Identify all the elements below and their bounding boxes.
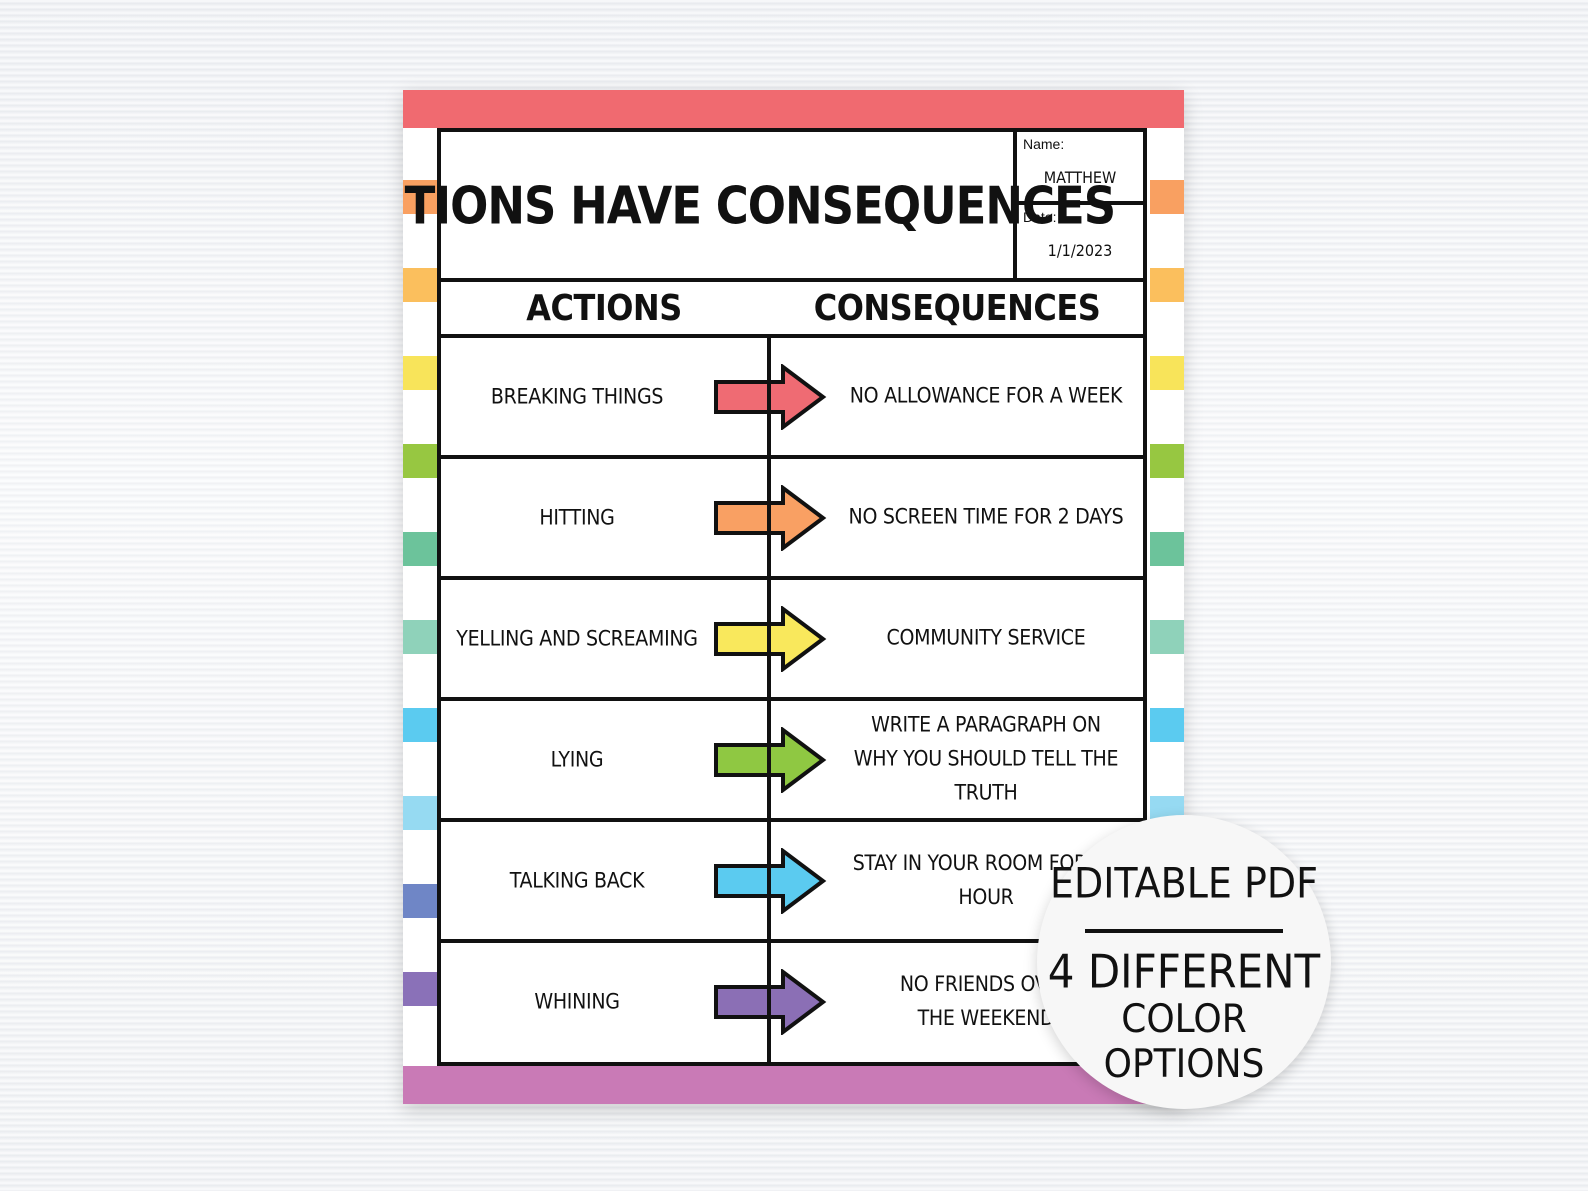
stripe-left [403, 444, 437, 478]
name-field[interactable]: Name: MATTHEW [1017, 132, 1143, 205]
stripe-left [403, 620, 437, 654]
badge-different: 4 DIFFERENT [1047, 944, 1321, 999]
table-row: YELLING AND SCREAMING COMMUNITY SERVICE [441, 580, 1143, 701]
title-box: ACTIONS HAVE CONSEQUENCES [403, 132, 1116, 282]
stripe-left [403, 972, 437, 1006]
consequence-cell[interactable]: COMMUNITY SERVICE [886, 625, 1086, 651]
name-label: Name: [1023, 136, 1065, 152]
stripe-left [403, 884, 437, 918]
table-row: WHINING NO FRIENDS OVER THE WEEKEND [441, 943, 1143, 1064]
table-row: BREAKING THINGS NO ALLOWANCE FOR A WEEK [441, 338, 1143, 459]
date-value[interactable]: 1/1/2023 [1047, 241, 1113, 260]
worksheet-title: ACTIONS HAVE CONSEQUENCES [403, 174, 1116, 236]
stripe-left [403, 180, 437, 214]
action-cell[interactable]: YELLING AND SCREAMING [456, 626, 698, 651]
bottom-color-band [403, 1066, 1184, 1104]
badge-editable-pdf: EDITABLE PDF [1049, 858, 1319, 908]
rows-container: BREAKING THINGS NO ALLOWANCE FOR A WEEK HI… [441, 338, 1143, 1062]
consequence-cell[interactable]: NO ALLOWANCE FOR A WEEK [849, 383, 1123, 409]
stripe-left [403, 356, 437, 390]
column-divider [767, 338, 771, 1062]
top-color-band [403, 90, 1184, 128]
stripe-right [1150, 268, 1184, 302]
stripe-right [1150, 356, 1184, 390]
action-cell[interactable]: LYING [550, 747, 604, 772]
stripe-left [403, 532, 437, 566]
action-cell[interactable]: TALKING BACK [509, 868, 645, 893]
stripe-left [403, 708, 437, 742]
worksheet-sheet: ACTIONS HAVE CONSEQUENCES Name: MATTHEW … [403, 90, 1184, 1104]
stripe-left [403, 268, 437, 302]
worksheet-frame: ACTIONS HAVE CONSEQUENCES Name: MATTHEW … [403, 128, 1147, 1066]
promo-badge: EDITABLE PDF 4 DIFFERENT COLOR OPTIONS [1037, 815, 1331, 1109]
name-value[interactable]: MATTHEW [1043, 168, 1117, 187]
date-field[interactable]: Date: 1/1/2023 [1017, 205, 1143, 278]
action-cell[interactable]: BREAKING THINGS [490, 384, 664, 409]
stripe-right [1150, 708, 1184, 742]
badge-divider [1085, 929, 1283, 933]
badge-color-options: COLOR OPTIONS [1103, 996, 1265, 1088]
stripe-right [1150, 620, 1184, 654]
stripe-right [1150, 180, 1184, 214]
consequences-column-header: CONSEQUENCES [813, 287, 1101, 329]
stripe-left [403, 796, 437, 830]
consequence-cell[interactable]: WRITE A PARAGRAPH ON WHY YOU SHOULD TELL… [853, 712, 1119, 806]
stripe-right [1150, 444, 1184, 478]
action-cell[interactable]: WHINING [534, 989, 620, 1014]
actions-column-header: ACTIONS [526, 287, 682, 329]
action-cell[interactable]: HITTING [539, 505, 615, 530]
consequence-cell[interactable]: NO SCREEN TIME FOR 2 DAYS [848, 504, 1124, 530]
table-row: HITTING NO SCREEN TIME FOR 2 DAYS [441, 459, 1143, 580]
stripe-right [1150, 532, 1184, 566]
table-row: LYING WRITE A PARAGRAPH ON WHY YOU SHOULD… [441, 701, 1143, 822]
meta-box: Name: MATTHEW Date: 1/1/2023 [1017, 132, 1143, 282]
column-header-row: ACTIONS CONSEQUENCES [441, 282, 1143, 338]
date-label: Date: [1023, 209, 1057, 225]
consequence-cell[interactable]: NO FRIENDS OVER THE WEEKEND [899, 971, 1073, 1031]
